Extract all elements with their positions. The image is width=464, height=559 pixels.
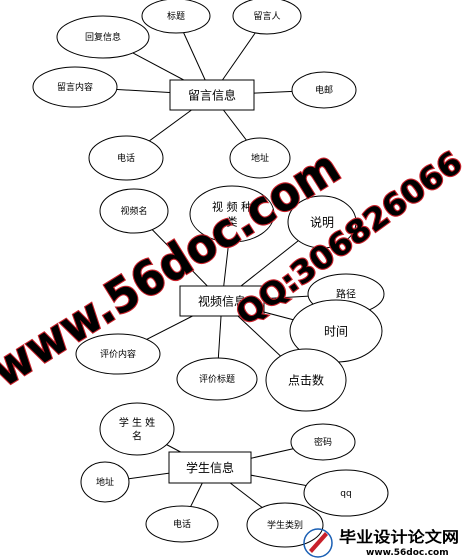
attribute-label: 时间 <box>324 324 348 338</box>
attribute-message-reply: 回复信息 <box>56 15 150 59</box>
attribute-ellipse <box>246 502 324 548</box>
entity-label: 学生信息 <box>186 460 234 475</box>
attribute-label: 说明 <box>310 214 334 229</box>
attribute-label: 评价标题 <box>199 373 235 385</box>
entity-message: 留言信息 <box>169 79 255 111</box>
entity-student: 学生信息 <box>168 451 252 484</box>
attribute-label: 地址 <box>96 476 114 488</box>
attribute-label: 视 频 种 <box>212 200 252 214</box>
logo-url: www.56doc.com <box>366 548 449 558</box>
attribute-video-type: 视 频 种类 <box>189 185 275 243</box>
entity-label: 留言信息 <box>188 88 236 103</box>
attribute-label: 类 <box>227 214 238 228</box>
entity-label: 视频信息 <box>198 294 246 309</box>
attribute-student-phone: 电话 <box>145 505 219 543</box>
attribute-student-address: 地址 <box>80 461 130 503</box>
logo-emblem-pen <box>309 532 328 553</box>
attribute-message-address: 地址 <box>229 137 291 179</box>
attribute-video-review_title: 评价标题 <box>176 357 258 401</box>
attribute-label: 点击数 <box>288 372 324 387</box>
attribute-ellipse <box>229 137 291 179</box>
attribute-label: 学 生 姓 <box>119 416 155 429</box>
attribute-label: 留言内容 <box>57 81 93 93</box>
attribute-ellipse <box>291 71 357 109</box>
attribute-message-author: 留言人 <box>232 0 302 35</box>
nodes-layer: 回复信息标题留言人电邮地址电话留言内容留言信息视频名视 频 种类说明路径时间点击… <box>32 0 389 548</box>
attribute-ellipse <box>303 469 389 517</box>
attribute-label: 密码 <box>314 436 332 448</box>
logo-emblem <box>303 528 333 558</box>
attribute-ellipse <box>99 402 175 456</box>
entity-box <box>179 285 265 317</box>
attribute-video-name: 视频名 <box>99 188 169 234</box>
attribute-ellipse <box>56 15 150 59</box>
attribute-label: 地址 <box>251 152 269 164</box>
attribute-label: 回复信息 <box>85 31 121 43</box>
attribute-ellipse <box>189 185 275 243</box>
attribute-ellipse <box>265 348 347 412</box>
attribute-label: 评价内容 <box>100 348 136 360</box>
site-logo: 毕业设计论文网 www.56doc.com <box>303 528 459 558</box>
entity-box <box>169 79 255 111</box>
attribute-label: 标题 <box>167 10 185 22</box>
attribute-video-review_content: 评价内容 <box>75 333 161 375</box>
attribute-ellipse <box>287 195 357 249</box>
attribute-student-sname: 学 生 姓名 <box>99 402 175 456</box>
attribute-label: 电邮 <box>315 84 333 96</box>
attribute-video-clicks: 点击数 <box>265 348 347 412</box>
attribute-ellipse <box>290 423 356 461</box>
entity-box <box>168 451 252 484</box>
attribute-ellipse <box>176 357 258 401</box>
attribute-label: 路径 <box>336 288 356 301</box>
attribute-message-content: 留言内容 <box>32 66 118 108</box>
attribute-ellipse <box>80 461 130 503</box>
attribute-video-desc: 说明 <box>287 195 357 249</box>
attribute-label: qq <box>340 489 351 499</box>
attribute-student-qq: qq <box>303 469 389 517</box>
attribute-ellipse <box>145 505 219 543</box>
attribute-message-phone: 电话 <box>88 135 164 181</box>
attribute-ellipse <box>88 135 164 181</box>
attribute-message-title: 标题 <box>141 0 211 34</box>
attribute-label: 视频名 <box>120 205 147 217</box>
attribute-student-password: 密码 <box>290 423 356 461</box>
attribute-ellipse <box>32 66 118 108</box>
attribute-label: 留言人 <box>253 10 280 22</box>
attribute-message-email: 电邮 <box>291 71 357 109</box>
attribute-student-category: 学生类别 <box>246 502 324 548</box>
attribute-ellipse <box>75 333 161 375</box>
attribute-video-time: 时间 <box>289 299 383 363</box>
attribute-label: 学生类别 <box>267 519 303 531</box>
attribute-label: 名 <box>132 429 142 442</box>
attribute-ellipse <box>232 0 302 35</box>
attribute-label: 电话 <box>117 152 135 164</box>
attribute-ellipse <box>141 0 211 34</box>
attribute-ellipse <box>99 188 169 234</box>
attribute-label: 电话 <box>173 518 191 530</box>
entity-video: 视频信息 <box>179 285 265 317</box>
logo-title: 毕业设计论文网 <box>339 528 459 546</box>
